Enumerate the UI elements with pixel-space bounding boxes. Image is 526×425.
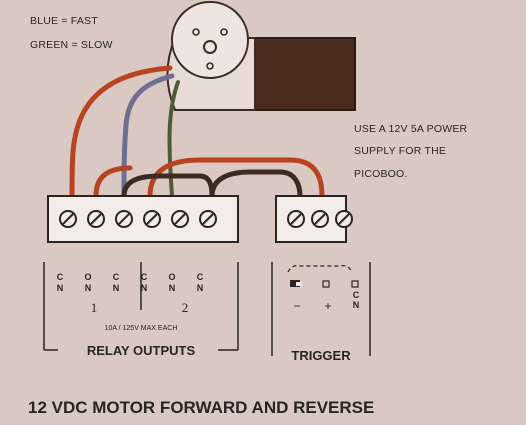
legend-green: GREEN = SLOW xyxy=(30,39,113,51)
relay-terminal-label: O xyxy=(168,272,175,282)
screw-slot xyxy=(290,213,302,225)
screw-slot xyxy=(146,213,158,225)
relay-2-number: 2 xyxy=(182,300,189,315)
black-wire-2 xyxy=(209,169,303,199)
relay-rating: 10A / 125V MAX EACH xyxy=(105,325,178,332)
trigger-label: TRIGGER xyxy=(291,348,351,363)
relay-1-number: 1 xyxy=(91,300,98,315)
screw-slot xyxy=(314,213,326,225)
screw-slot xyxy=(338,213,350,225)
screw-slot xyxy=(62,213,74,225)
trigger-switch-lever xyxy=(296,282,302,286)
motor-hole xyxy=(206,62,214,70)
trigger-led-icon xyxy=(322,280,330,288)
motor-hole xyxy=(220,28,228,36)
relay-terminal-label: N xyxy=(141,283,148,293)
legend-blue: BLUE = FAST xyxy=(30,15,98,27)
trigger-nc-label: N xyxy=(353,300,360,310)
relay-terminal-label: N xyxy=(169,283,176,293)
trigger-led-icon xyxy=(351,280,359,288)
relay-terminal-label: C xyxy=(113,272,120,282)
diagram-title: 12 VDC MOTOR FORWARD AND REVERSE xyxy=(28,398,374,417)
trigger-dashed-arc xyxy=(287,265,353,273)
screw-slot xyxy=(90,213,102,225)
red-jumper xyxy=(93,165,133,199)
green-wire xyxy=(167,80,180,198)
trigger-switch-icon xyxy=(290,280,300,287)
screw-slot xyxy=(174,213,186,225)
blue-wire xyxy=(121,73,175,199)
relay-terminal-label: C xyxy=(141,272,148,282)
relay-terminal-label: C xyxy=(57,272,64,282)
trigger-minus: − xyxy=(293,299,300,313)
relay-terminal-label: N xyxy=(85,283,92,293)
relay-terminal-label: N xyxy=(113,283,120,293)
trigger-plus: + xyxy=(324,299,331,313)
power-note-line3: PICOBOO. xyxy=(354,168,408,180)
relay-terminal-label: O xyxy=(84,272,91,282)
relay-terminal-label: N xyxy=(57,283,64,293)
relay-terminal-label: C xyxy=(197,272,204,282)
trigger-nc-label: C xyxy=(353,290,360,300)
screw-slot xyxy=(118,213,130,225)
power-note-line1: USE A 12V 5A POWER xyxy=(354,123,468,135)
screw-slot xyxy=(202,213,214,225)
relay-terminal-label: N xyxy=(197,283,204,293)
motor-shaft xyxy=(203,40,217,54)
relay-outputs-label: RELAY OUTPUTS xyxy=(87,343,196,358)
black-wire-1 xyxy=(121,173,215,199)
power-note-line2: SUPPLY FOR THE xyxy=(354,145,446,157)
motor-body xyxy=(254,37,356,111)
motor-hole xyxy=(192,28,200,36)
red-wire-motor xyxy=(69,65,173,199)
